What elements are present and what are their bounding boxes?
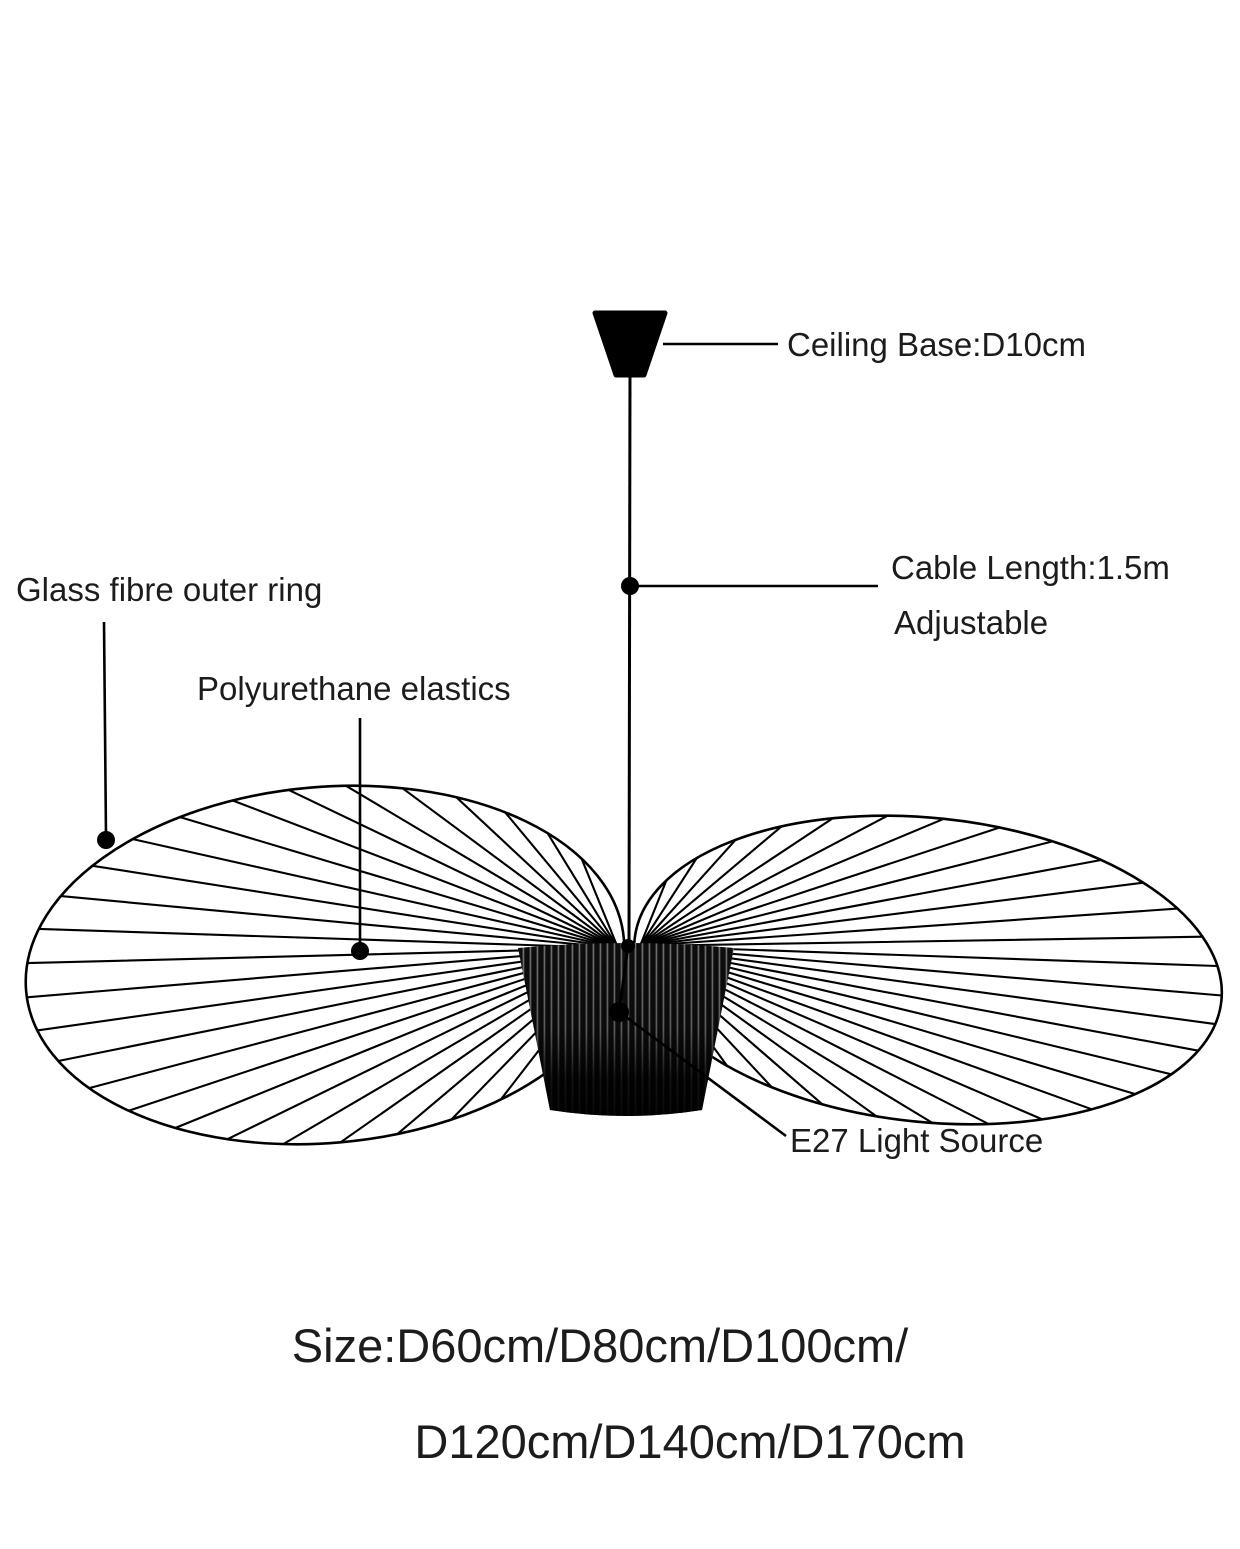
bulb-socket-dot — [609, 1002, 629, 1022]
socket-stem — [618, 945, 630, 1007]
size-text-line2: D120cm/D140cm/D170cm — [414, 1415, 965, 1468]
light-source-leader-line — [621, 1012, 787, 1138]
outer-ring-leader-line — [102, 621, 108, 837]
cable-length-label: Cable Length:1.5m — [891, 549, 1170, 586]
lamp-basket — [518, 939, 734, 1116]
outer-ring-label: Glass fibre outer ring — [16, 571, 322, 608]
ceiling-base — [592, 310, 668, 378]
ceiling-base-label: Ceiling Base:D10cm — [787, 326, 1086, 363]
suspension-cable — [627, 371, 632, 947]
size-text-line1: Size:D60cm/D80cm/D100cm/ — [292, 1319, 909, 1372]
brim-right-outer-ring — [632, 814, 1224, 1126]
elastics-label: Polyurethane elastics — [197, 670, 511, 707]
outer-ring-marker-dot — [97, 831, 115, 849]
brim-left-outer-ring — [24, 784, 626, 1146]
light-source-label: E27 Light Source — [790, 1122, 1043, 1159]
elastics-marker-dot — [351, 942, 369, 960]
cable-adjustable-label: Adjustable — [894, 604, 1048, 641]
